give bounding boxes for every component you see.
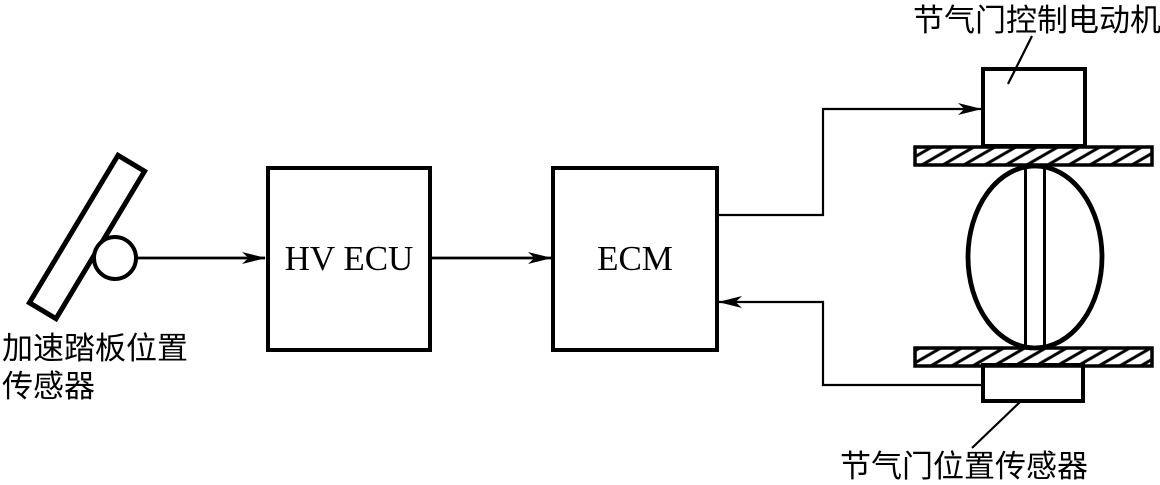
ecm-to-motor-wire (717, 103, 982, 217)
ecm-box (551, 166, 719, 352)
throttle-wall-bottom (913, 346, 1154, 368)
throttle-position-sensor-label: 节气门位置传感器 (840, 449, 1088, 484)
accelerator-pedal-arm (25, 151, 149, 323)
throttle-position-sensor-box (981, 363, 1085, 403)
hv-ecu-label: HV ECU (285, 239, 414, 278)
sensor-to-ecm-wire (718, 296, 983, 387)
pedal-sensor-label-line2: 传感器 (2, 369, 95, 404)
motor-leader-line (1007, 35, 1033, 85)
ecm-label: ECM (597, 239, 673, 278)
sensor-leader-line (971, 401, 1021, 449)
throttle-wall-top (913, 145, 1154, 167)
pedal-sensor-label-line1: 加速踏板位置 (2, 331, 188, 366)
throttle-motor-label: 节气门控制电动机 (913, 3, 1160, 38)
throttle-motor-box (981, 67, 1087, 148)
throttle-valve-ellipse (965, 163, 1105, 351)
pedal-pivot-circle (92, 235, 138, 281)
